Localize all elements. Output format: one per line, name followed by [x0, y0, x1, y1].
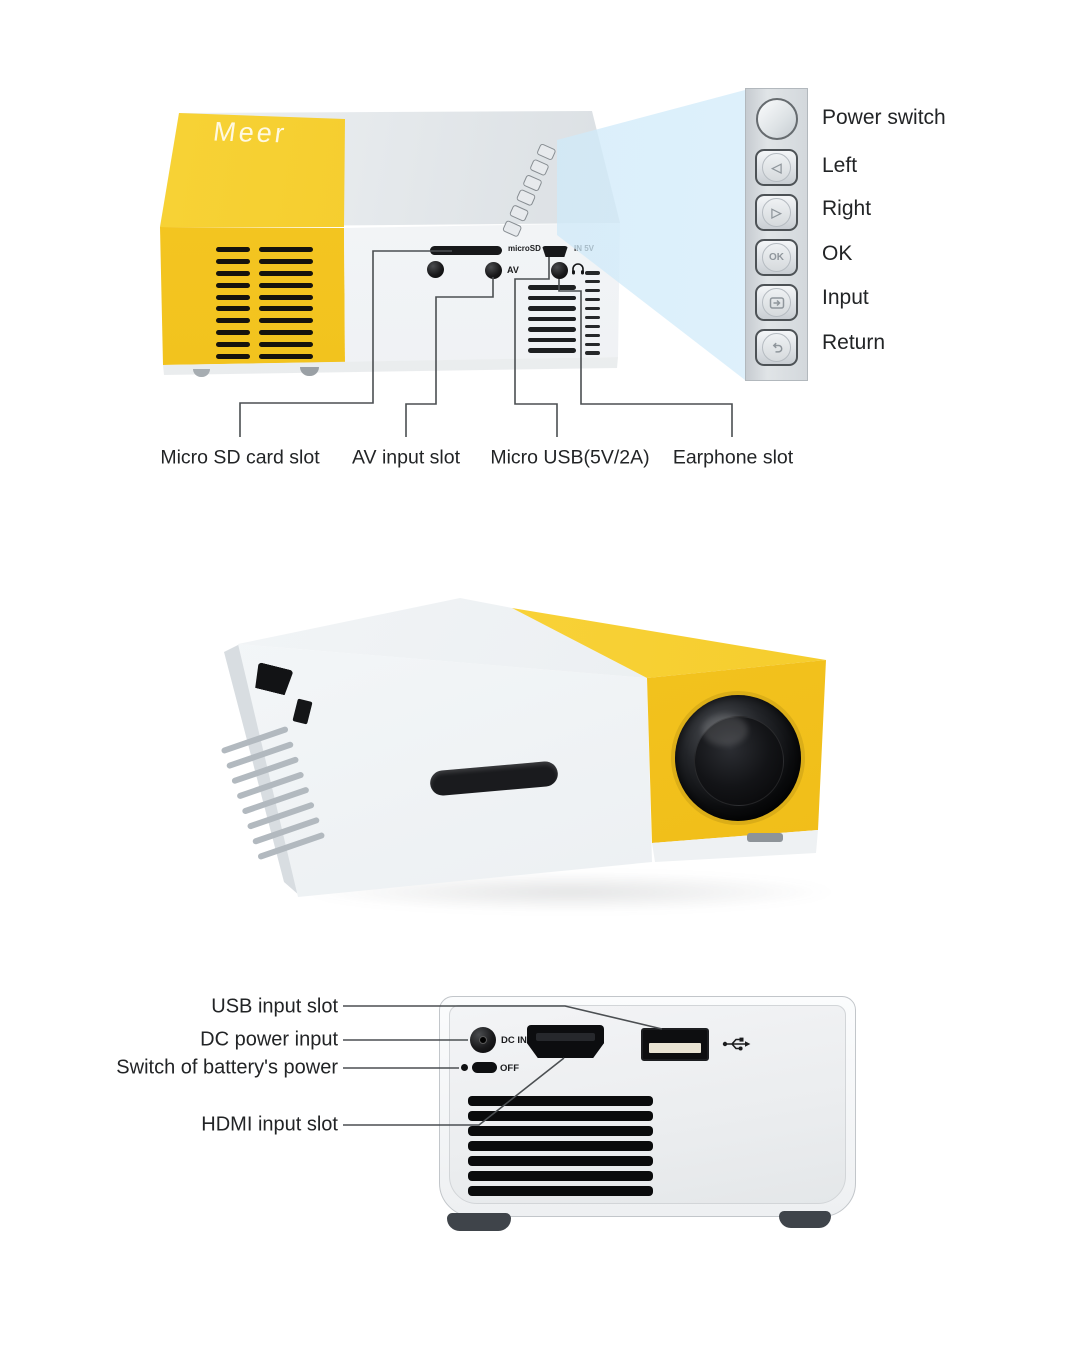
av-jack	[485, 262, 502, 279]
label-micro-usb: Micro USB(5V/2A)	[490, 446, 650, 469]
battery-switch-dot	[461, 1064, 468, 1071]
label-input: Input	[822, 286, 869, 309]
vent-grille	[585, 271, 600, 355]
hdmi-port	[527, 1025, 604, 1058]
micro-usb-port	[542, 246, 568, 257]
return-button	[755, 329, 798, 366]
label-earphone-slot: Earphone slot	[672, 446, 794, 469]
label-left: Left	[822, 154, 858, 177]
usb-icon	[722, 1035, 752, 1053]
vent-grille	[259, 247, 313, 359]
label-power-switch: Power switch	[822, 106, 946, 129]
hdmi-port-slot	[536, 1033, 595, 1041]
label-ok: OK	[822, 242, 853, 265]
ok-button-text: OK	[769, 252, 784, 263]
right-arrow-icon: ▷	[771, 204, 782, 220]
input-button	[755, 284, 798, 321]
vent-grille	[468, 1096, 653, 1196]
label-micro-sd-slot: Micro SD card slot	[160, 446, 320, 469]
off-marking: OFF	[500, 1063, 519, 1074]
microsd-marking: microSD	[508, 244, 541, 253]
projector-foot	[300, 367, 319, 376]
projector-foot	[193, 369, 210, 377]
projector-foot	[447, 1213, 511, 1231]
input-source-icon	[769, 296, 785, 310]
lens-inner-ring	[694, 716, 784, 806]
battery-switch	[472, 1062, 497, 1073]
dc-in-marking: DC IN	[501, 1035, 527, 1046]
vent-grille	[216, 247, 250, 359]
lens-highlight	[702, 714, 748, 746]
dc-power-jack-pin	[479, 1036, 487, 1044]
ok-button: OK	[755, 239, 798, 276]
label-dc-power-input: DC power input	[200, 1028, 338, 1051]
brand-logo: Meer	[211, 116, 289, 149]
button-panel-strip: ◁ ▷ OK	[745, 88, 808, 381]
return-arrow-icon	[769, 341, 785, 355]
usb-port-tongue	[649, 1043, 701, 1053]
left-arrow-icon: ◁	[771, 159, 782, 175]
label-usb-input-slot: USB input slot	[211, 995, 338, 1018]
vent-grille	[528, 285, 576, 353]
ir-sensor	[427, 261, 444, 278]
right-button: ▷	[755, 194, 798, 231]
label-return: Return	[822, 331, 886, 354]
label-hdmi-input-slot: HDMI input slot	[201, 1113, 338, 1136]
power-button	[755, 98, 798, 140]
microsd-slot	[430, 246, 502, 255]
earphone-jack	[551, 262, 568, 279]
headphone-icon	[571, 262, 585, 276]
label-right: Right	[822, 197, 872, 220]
av-marking: AV	[507, 265, 519, 275]
projector-foot	[779, 1211, 831, 1228]
left-button: ◁	[755, 149, 798, 186]
label-av-input-slot: AV input slot	[351, 446, 461, 469]
projector-foot	[747, 833, 783, 842]
label-battery-switch: Switch of battery's power	[116, 1056, 338, 1079]
